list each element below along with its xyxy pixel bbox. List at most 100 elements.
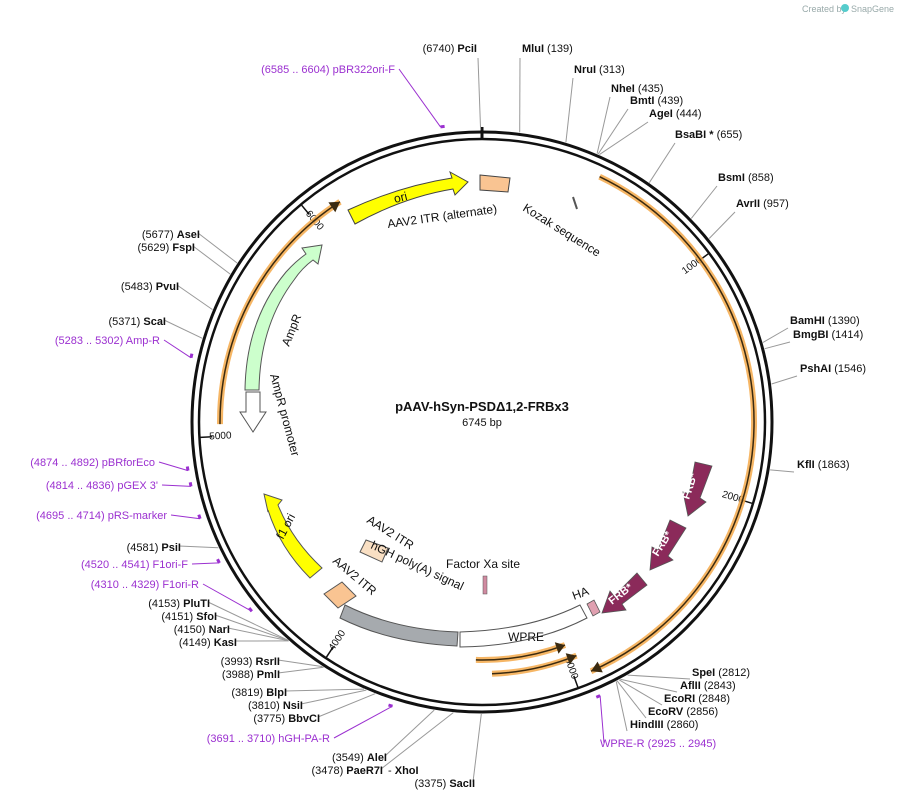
- primer-label[interactable]: (6585 .. 6604) pBR322ori-F: [261, 64, 395, 76]
- site-leader-line: [565, 77, 574, 143]
- position-tick: [325, 646, 334, 658]
- restriction-site-label[interactable]: AgeI (444): [649, 108, 702, 120]
- restriction-site-label[interactable]: (3988) PmlI: [222, 669, 280, 681]
- primer-label[interactable]: (4520 .. 4541) F1ori-F: [81, 559, 188, 571]
- feature-wpre: WPRE: [459, 604, 588, 648]
- restriction-site-label[interactable]: NheI (435): [611, 83, 664, 95]
- restriction-site-label[interactable]: HindIII (2860): [630, 719, 698, 731]
- restriction-site-label[interactable]: BmgBI (1414): [793, 329, 863, 341]
- restriction-site-label[interactable]: (4149) KasI: [179, 637, 237, 649]
- orf-arrowhead: [591, 661, 603, 673]
- site-leader-line: [477, 57, 482, 131]
- feature-frb-2: FRB*: [649, 519, 687, 571]
- orf-arrowhead: [328, 201, 340, 213]
- site-leader-line: [277, 666, 324, 674]
- primer-label[interactable]: (4874 .. 4892) pBRforEco: [30, 457, 155, 469]
- site-leader-line: [284, 688, 365, 692]
- site-leader-line: [317, 693, 376, 718]
- restriction-site-label[interactable]: (4150) NarI: [174, 624, 230, 636]
- restriction-site-label[interactable]: MluI (139): [522, 43, 573, 55]
- restriction-site-label[interactable]: (3775) BbvCI: [253, 713, 320, 725]
- site-leader-line: [615, 681, 628, 732]
- site-leader-line: [648, 142, 676, 183]
- restriction-site-label[interactable]: EcoRV (2856): [648, 706, 718, 718]
- site-leader-line: [472, 713, 482, 783]
- primer-leader-line: [163, 339, 192, 359]
- position-tick: [573, 675, 579, 688]
- feature-itr-b: AAV2 ITR: [323, 554, 380, 609]
- restriction-site-label[interactable]: BamHI (1390): [790, 315, 860, 327]
- restriction-site-label[interactable]: (5371) ScaI: [109, 316, 167, 328]
- site-leader-line: [207, 601, 289, 641]
- primer-label[interactable]: (4310 .. 4329) F1ori-R: [91, 579, 199, 591]
- primer-label[interactable]: (3691 .. 3710) hGH-PA-R: [207, 733, 330, 745]
- kozak-label: Kozak sequence: [520, 201, 603, 260]
- site-leader-line: [620, 678, 678, 693]
- restriction-site-label[interactable]: (3993) RsrII: [221, 656, 280, 668]
- restriction-site-label[interactable]: (6740) PciI: [423, 43, 477, 55]
- primer-label[interactable]: (5283 .. 5302) Amp-R: [55, 335, 160, 347]
- restriction-site-label[interactable]: SpeI (2812): [692, 667, 750, 679]
- restriction-site-label[interactable]: (5677) AseI: [142, 229, 200, 241]
- site-leader-line: [770, 469, 795, 473]
- restriction-site-label[interactable]: PshAI (1546): [800, 363, 866, 375]
- restriction-site-label[interactable]: (5629) FspI: [138, 242, 195, 254]
- restriction-site-label[interactable]: EcoRI (2848): [664, 693, 730, 705]
- restriction-site-label[interactable]: BmtI (439): [630, 95, 683, 107]
- site-leader-line: [384, 709, 435, 757]
- feature-ori: ori: [347, 170, 469, 225]
- primer-label[interactable]: (4814 .. 4836) pGEX 3': [46, 480, 158, 492]
- site-leader-line: [178, 545, 219, 549]
- restriction-site-label[interactable]: BsmI (858): [718, 172, 774, 184]
- primer-mark: [197, 514, 202, 520]
- site-leader-line: [176, 284, 213, 311]
- restriction-site-label[interactable]: (3375) SacII: [414, 778, 475, 790]
- primer-label[interactable]: WPRE-R (2925 .. 2945): [600, 738, 716, 750]
- feature-kozak: Kozak sequence: [520, 196, 603, 260]
- restriction-site-label[interactable]: AflII (2843): [680, 680, 736, 692]
- site-leader-line: [708, 211, 736, 239]
- primer-mark: [595, 694, 601, 699]
- ha-label: HA: [570, 584, 590, 603]
- feature-hgh-polya: hGH poly(A) signal: [339, 538, 466, 647]
- restriction-site-label[interactable]: NruI (313): [574, 64, 625, 76]
- plasmid-length: 6745 bp: [462, 417, 502, 429]
- position-tick-label: 5000: [209, 430, 232, 442]
- itr-alt-label: AAV2 ITR (alternate): [386, 202, 497, 231]
- restriction-site-label[interactable]: (3810) NsiI: [248, 700, 303, 712]
- site-leader-line: [616, 680, 647, 719]
- site-leader-line: [277, 659, 323, 668]
- site-leader-line: [618, 679, 663, 706]
- primer-mark: [188, 482, 193, 487]
- orf-arcs: [216, 173, 757, 677]
- factor-xa-label: Factor Xa site: [446, 557, 520, 571]
- site-leader-line: [192, 245, 231, 275]
- site-leader-line: [596, 96, 611, 154]
- feature-factor-xa: Factor Xa site: [446, 557, 520, 595]
- restriction-site-label[interactable]: (3549) AleI: [332, 752, 387, 764]
- restriction-site-label[interactable]: (4151) SfoI: [161, 611, 217, 623]
- primer-label[interactable]: (4695 .. 4714) pRS-marker: [36, 510, 167, 522]
- site-leader-line: [690, 185, 718, 219]
- feature-frb-1: FRB*: [680, 461, 713, 517]
- restriction-site-label[interactable]: KflI (1863): [797, 459, 850, 471]
- position-tick: [200, 436, 213, 439]
- site-leader-line: [771, 375, 798, 385]
- restriction-site-label[interactable]: (4153) PluTI: [148, 598, 210, 610]
- snapgene-credit: Created by SnapGene: [802, 4, 894, 14]
- restriction-site-label[interactable]: (3819) BlpI: [231, 687, 287, 699]
- site-leader-line: [214, 614, 289, 641]
- site-leader-line: [599, 121, 649, 156]
- restriction-site-label[interactable]: AvrII (957): [736, 198, 789, 210]
- restriction-site-label[interactable]: (4581) PsiI: [127, 542, 181, 554]
- primer-marks: (6585 .. 6604) pBR322ori-F (5283 .. 5302)…: [30, 64, 716, 750]
- restriction-site-label[interactable]: BsaBI * (655): [675, 129, 742, 141]
- site-leader-line: [762, 327, 789, 343]
- restriction-site-label[interactable]: (5483) PvuI: [121, 281, 179, 293]
- ori-label: ori: [392, 189, 408, 206]
- primer-leader-line: [398, 68, 441, 128]
- restriction-site-label[interactable]: (3478) PaeR7I: [311, 765, 383, 777]
- restriction-site-label-extra[interactable]: - XhoI: [388, 765, 419, 777]
- feature-ampr: AmpR: [244, 244, 323, 391]
